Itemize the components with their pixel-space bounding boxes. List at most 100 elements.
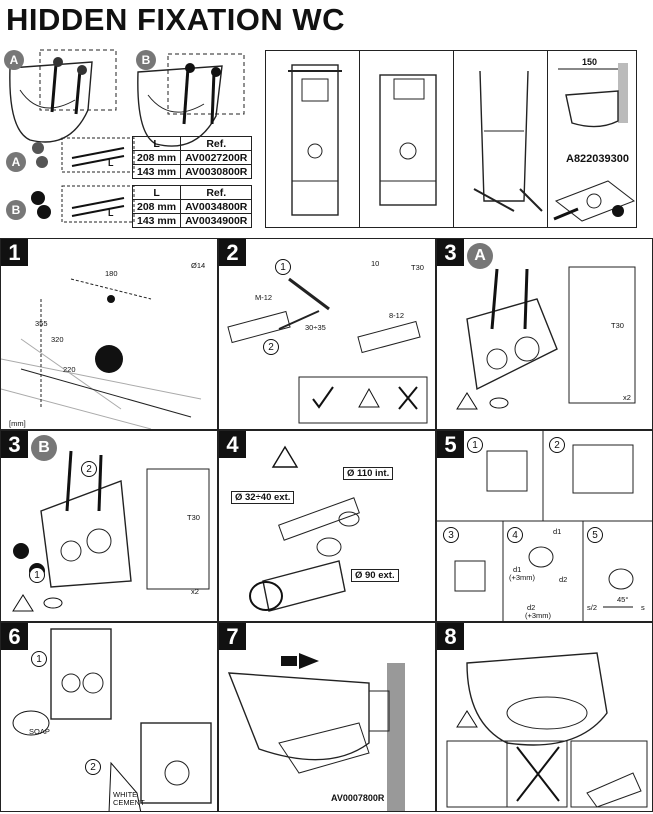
step-4-inner-dia: Ø 110 int. [343,467,394,480]
fixation-options: A B A L L Ref. 208 mm AV0027200R 143 mm … [0,40,260,230]
nut-b2 [211,67,221,77]
kit-ref: A822039300 [566,153,630,165]
kit-a-nut1 [32,142,44,154]
kit-b-rod2 [71,205,125,217]
step-5-d1-top: d1 [553,527,562,536]
kit-b-header-ref: Ref. [180,185,253,200]
step-3b-torx: T30 [187,513,200,522]
step-2-wrench-size: 10 [371,259,380,268]
kit-a-header-l: L [131,136,182,151]
kit-b-rod1 [71,197,125,209]
step-6-number: 6 [1,623,28,650]
step-7-ref: AV0007800R [331,793,385,803]
table-row: 143 mm AV0030800R [131,164,253,179]
frame-type-1-panel [265,50,361,228]
kit-b-dim-label: L [108,208,114,218]
kit-drawing [553,63,636,222]
table-row: 208 mm AV0027200R [131,150,253,165]
step-3b-panel: 3 B 1 2 x2 T30 [0,430,218,622]
step-5-item-1: 1 [467,437,483,453]
kit-b-row2-l: 143 mm [131,213,182,228]
kit-a-row1-l: 208 mm [131,150,182,165]
step-2-thread: M-12 [255,293,273,302]
nut-a2 [77,65,87,75]
step-8-panel: 8 [436,622,653,812]
step-1-number: 1 [1,239,28,266]
step-5-item-3: 3 [443,527,459,543]
step-3a-drawing [456,266,636,410]
wall-a [39,49,117,111]
kit-dim: 150 [582,57,598,67]
kit-b-row1-l: 208 mm [131,199,182,214]
step-5-number: 5 [437,431,464,458]
step-4-panel: 4 Ø 110 int. Ø 32÷40 ext. Ø 90 ext. [218,430,436,622]
step-1-drawing [1,278,202,429]
step-2-panel: 2 1 2 M-12 30÷35 8-12 10 T30 [218,238,436,430]
wall-b [167,53,245,115]
step-5-drawing [437,431,652,621]
step-4-number: 4 [219,431,246,458]
step-4-outer-dia-large: Ø 90 ext. [351,569,399,582]
toilet-a-bowl [19,89,76,109]
frame-type-2-panel [359,50,455,228]
step-3b-qty: x2 [191,587,199,596]
rod-a2 [74,69,82,115]
step-7-drawing [227,653,405,811]
toilet-b-bowl [147,94,205,113]
step-1-drill-size: Ø14 [191,261,206,270]
table-row: 143 mm AV0034900R [131,213,253,228]
step-1-unit: [mm] [9,419,26,428]
step-2-item-2: 2 [263,339,279,355]
kit-a-badge: A [6,152,26,172]
kit-a-parts [32,137,135,173]
rod-a1 [50,63,58,113]
kit-panel: 150 A822039300 [547,50,637,228]
step-2-torx-size: T30 [411,263,424,272]
kit-b-header-l: L [131,185,182,200]
toilet-b-outline [137,65,223,147]
frame-type-1-drawing [288,64,342,216]
kit-b-parts [31,185,135,223]
step-5-s: s [641,603,645,612]
frame-type-2-drawing [379,74,437,206]
step-6-panel: 6 1 2 SOAP WHITE CEMENT [0,622,218,812]
step-3b-item-1: 1 [29,567,45,583]
option-b-badge: B [136,50,156,70]
kit-a-rod1 [71,147,125,159]
step-3b-badge: B [31,435,57,461]
kit-b-table-header: L Ref. [131,185,253,200]
kit-b-row2-ref: AV0034900R [180,213,253,228]
rod-b1 [182,67,190,125]
step-1-d320: 320 [51,335,64,344]
step-3a-panel: 3 A x2 T30 [436,238,653,430]
nut-b1 [185,63,195,73]
step-2-item-1: 1 [275,259,291,275]
step-2-drawing [227,277,428,424]
kit-b-nut1 [31,191,45,205]
step-5-d2-plus: (+3mm) [525,611,552,620]
step-6-item-1: 1 [31,651,47,667]
step-6-cement-label: WHITE CEMENT [113,790,145,807]
step-1-d220: 220 [63,365,76,374]
step-2-depth: 30÷35 [305,323,326,332]
step-5-angle: 45° [617,595,629,604]
kit-a-rod2 [71,155,125,167]
step-5-d1: d1 [513,565,522,574]
step-5-item-5: 5 [587,527,603,543]
step-3b-drawing [12,450,210,612]
kit-a-row2-ref: AV0030800R [180,164,253,179]
kit-a-row1-ref: AV0027200R [180,150,253,165]
table-row: 208 mm AV0034800R [131,199,253,214]
kit-a-dim-label: L [108,158,114,168]
step-6-drawing [12,628,212,811]
step-2-protrusion: 8-12 [389,311,405,320]
step-3a-qty: x2 [623,393,631,402]
step-5-d2-top: d2 [559,575,568,584]
step-5-d1-plus: (+3mm) [509,573,536,582]
fixation-options-drawing [9,49,245,147]
step-1-panel: 1 180 355 320 220 [mm] Ø14 [0,238,218,430]
step-7-panel: 7 AV0007800R [218,622,436,812]
step-4-drawing [249,445,360,612]
step-8-number: 8 [437,623,464,650]
step-5-panel: 5 1 2 3 4 5 d1 d1 (+3mm) d2 d2 (+3mm) 45… [436,430,653,622]
